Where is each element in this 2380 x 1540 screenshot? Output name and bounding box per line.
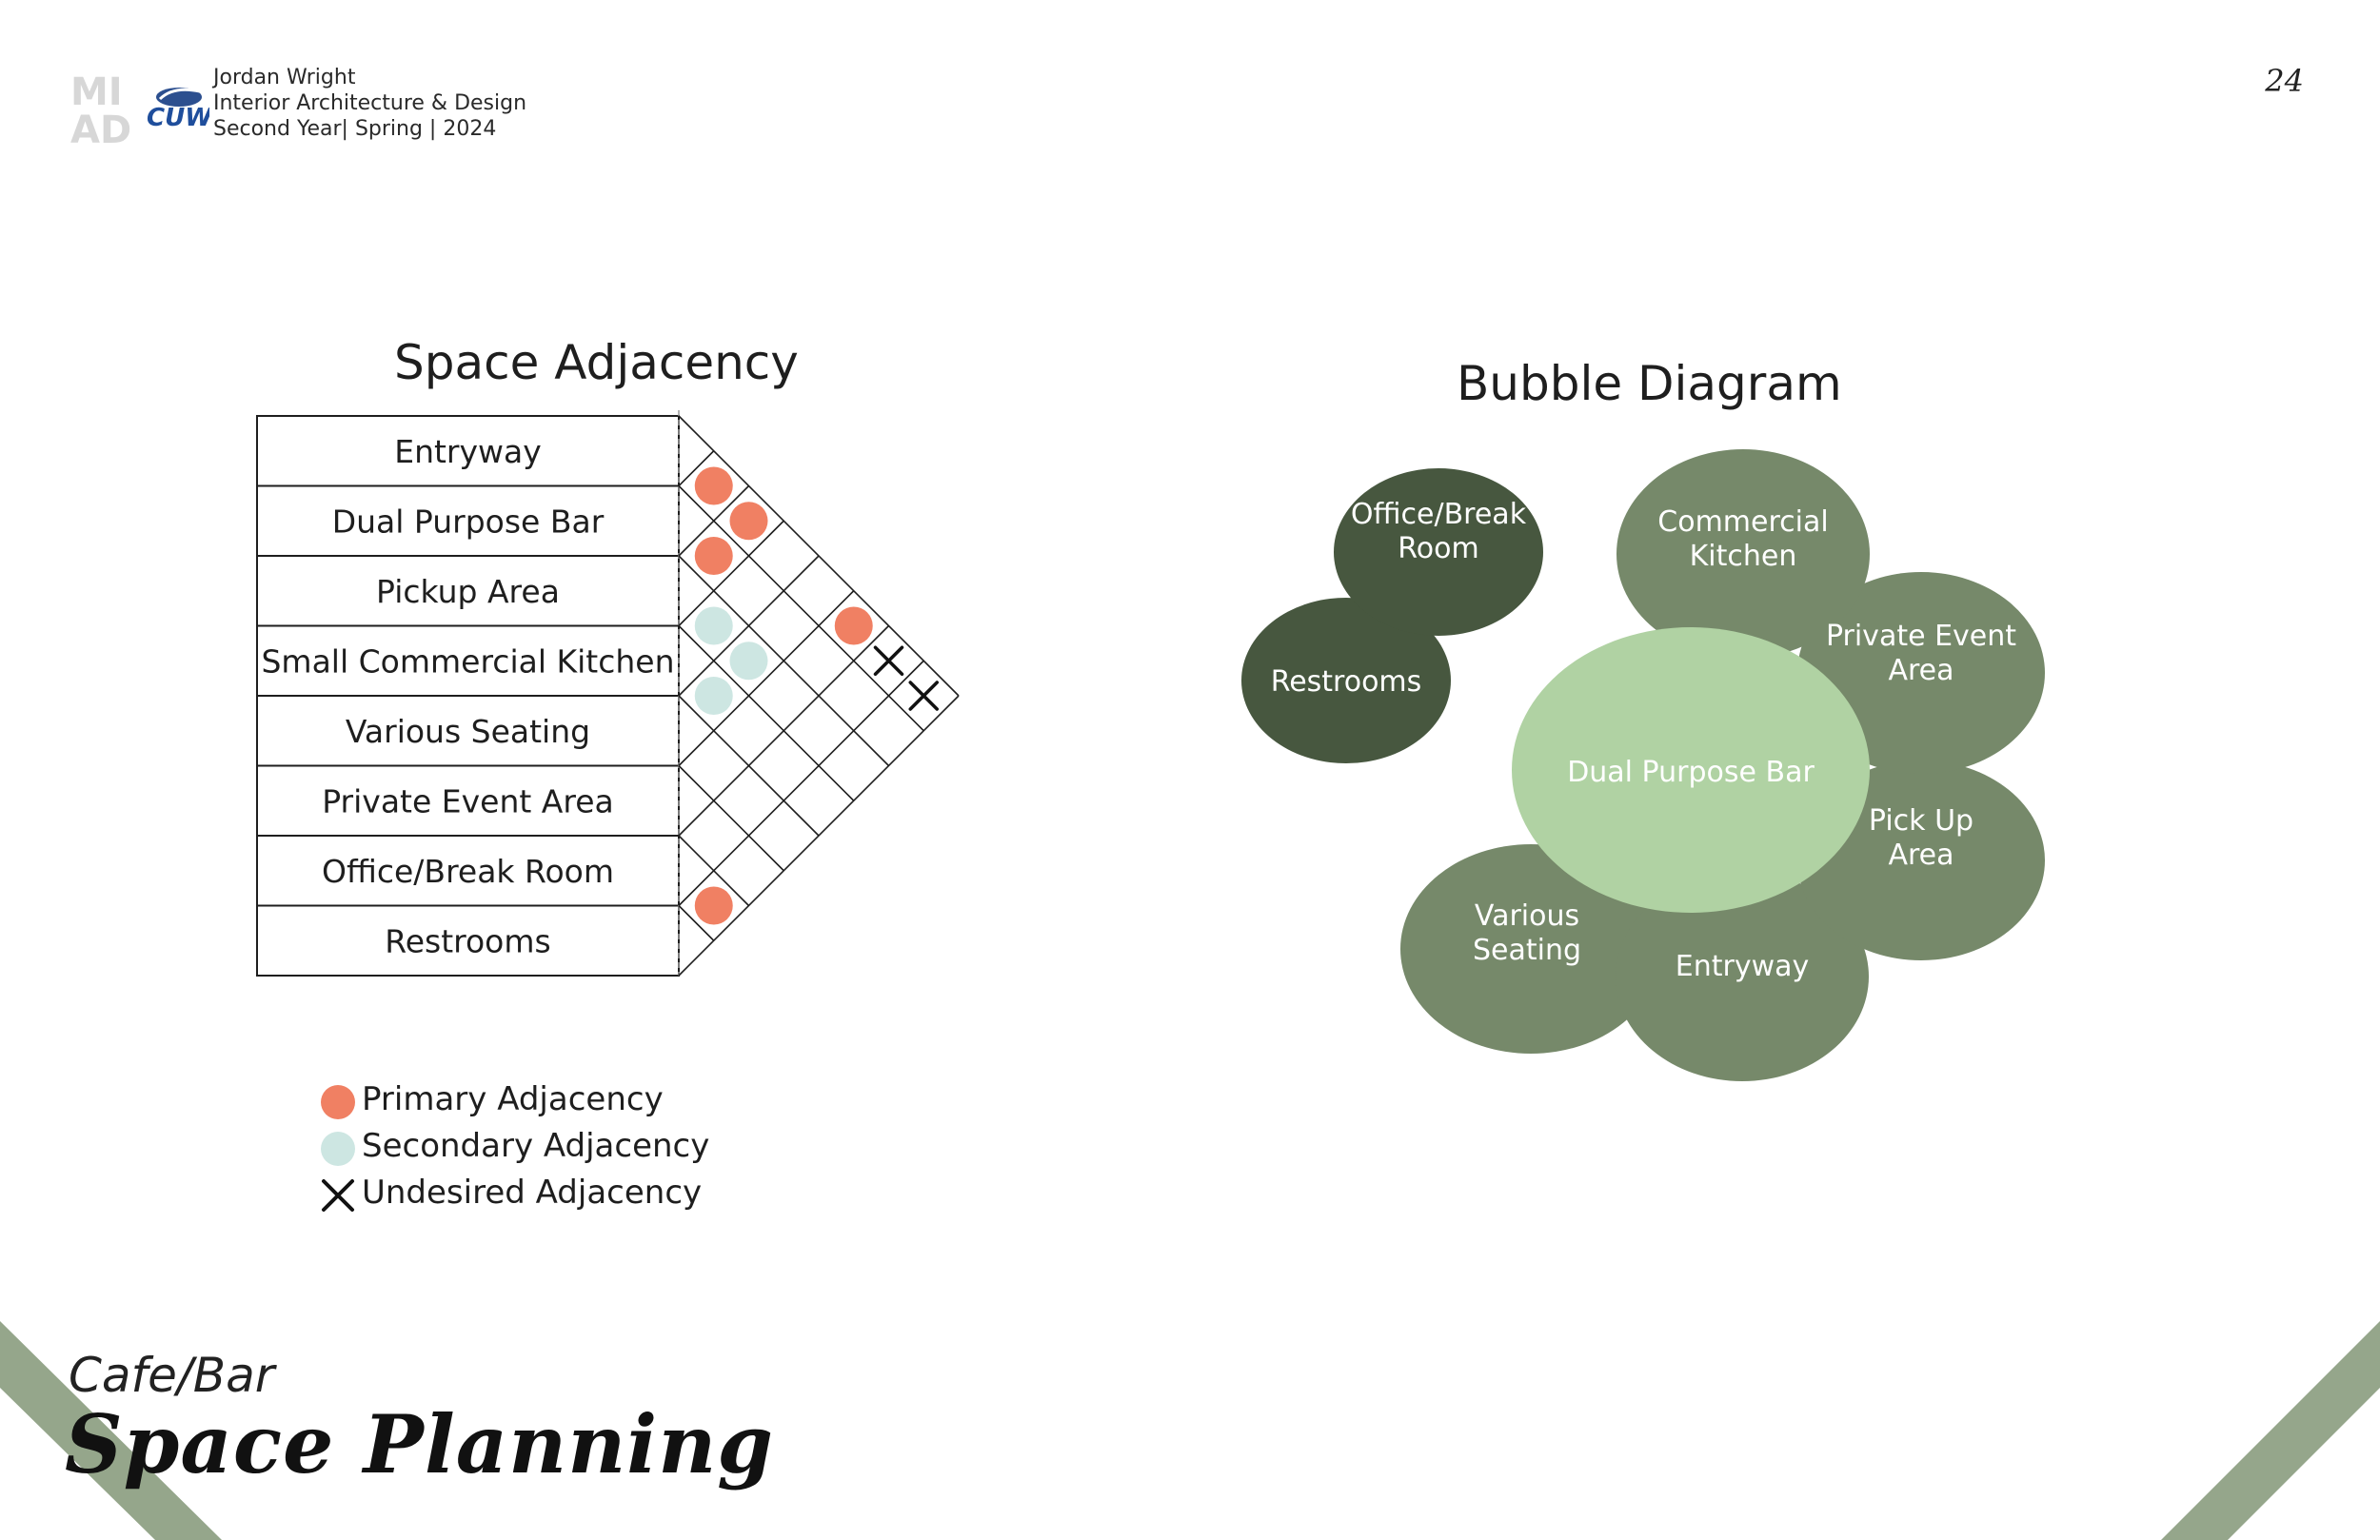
legend-label-undesired: Undesired Adjacency [362, 1174, 703, 1212]
x-mark-icon [322, 1179, 354, 1212]
secondary-adjacency-dot [694, 606, 733, 645]
page-number: 24 [2265, 63, 2304, 99]
bubble-label-entryway: Entryway [1676, 950, 1810, 983]
bubble-label-office-break: Office/Break [1351, 498, 1527, 531]
term-info: Second Year| Spring | 2024 [213, 117, 497, 141]
matrix-grid-line [678, 450, 715, 487]
adjacency-title: Space Adjacency [394, 335, 799, 390]
matrix-grid-line [678, 484, 750, 557]
author-name: Jordan Wright [213, 66, 356, 89]
bubble-label-commercial-kitchen: Kitchen [1690, 540, 1797, 573]
primary-adjacency-dot [694, 886, 733, 925]
bubble-commercial-kitchen [1616, 449, 1870, 659]
matrix-row-label: Small Commercial Kitchen [261, 642, 674, 680]
school-logo: MI AD CUW [70, 70, 209, 147]
legend-item-undesired: Undesired Adjacency [320, 1172, 815, 1218]
matrix-grid-line [678, 764, 784, 872]
legend-label-primary: Primary Adjacency [362, 1080, 664, 1118]
program-name: Interior Architecture & Design [213, 91, 527, 115]
matrix-grid-line [678, 624, 855, 801]
footer-subtitle: Cafe/Bar [69, 1348, 275, 1403]
bubble-label-office-break: Room [1398, 532, 1478, 565]
bubble-entryway [1616, 872, 1869, 1081]
legend-item-primary: Primary Adjacency [320, 1078, 815, 1125]
matrix-row-label: Restrooms [385, 922, 550, 959]
bubble-label-private-event: Private Event [1826, 620, 2016, 653]
matrix-grid-line [678, 904, 715, 941]
bubble-label-commercial-kitchen: Commercial [1657, 505, 1828, 539]
bubble-label-dual-purpose-bar: Dual Purpose Bar [1567, 756, 1815, 789]
svg-text:MI: MI [70, 70, 123, 114]
primary-adjacency-dot [729, 502, 768, 541]
bubble-restrooms [1241, 598, 1451, 763]
bubble-label-pick-up: Area [1888, 839, 1954, 872]
primary-adjacency-dot [694, 537, 733, 575]
undesired-mark [873, 645, 904, 676]
primary-adjacency-dot [694, 466, 733, 505]
legend: Primary Adjacency Secondary Adjacency Un… [320, 1078, 815, 1218]
legend-label-secondary: Secondary Adjacency [362, 1127, 710, 1165]
primary-adjacency-dot [834, 606, 873, 645]
matrix-grid-line [678, 695, 960, 977]
bubble-office-break [1334, 468, 1543, 636]
matrix-grid-line [678, 484, 924, 732]
primary-dot-icon [321, 1085, 355, 1119]
author-info: Jordan Wright Interior Architecture & De… [213, 65, 526, 142]
bubble-label-restrooms: Restrooms [1271, 665, 1422, 699]
bubble-dual-purpose-bar [1512, 627, 1870, 913]
matrix-row-label: Dual Purpose Bar [332, 503, 605, 540]
header: MI AD CUW Jordan Wright Interior Archite… [69, 65, 602, 150]
matrix-grid-line [678, 555, 820, 697]
matrix-grid-line [678, 624, 890, 837]
right-accent-stripe [2161, 1321, 2380, 1540]
footer-title: Space Planning [65, 1397, 775, 1491]
matrix-row-label: Office/Break Room [322, 853, 614, 890]
bubble-label-private-event: Area [1888, 654, 1954, 687]
bubble-label-pick-up: Pick Up [1869, 804, 1973, 838]
bubble-diagram-title: Bubble Diagram [1457, 356, 1842, 411]
secondary-adjacency-dot [729, 642, 768, 681]
svg-text:CUW: CUW [147, 104, 209, 132]
bubble-label-various-seating: Various [1475, 899, 1579, 933]
matrix-row-label: Private Event Area [322, 782, 614, 819]
secondary-dot-icon [321, 1132, 355, 1166]
matrix-row-box [256, 904, 680, 977]
matrix-grid-line [678, 520, 784, 627]
secondary-adjacency-dot [694, 677, 733, 715]
matrix-row-label: Pickup Area [376, 573, 560, 610]
matrix-row-label: Entryway [394, 433, 542, 470]
matrix-row-label: Various Seating [346, 713, 590, 750]
matrix-grid-line [678, 660, 924, 907]
undesired-mark [908, 681, 939, 711]
matrix-grid-line [678, 590, 855, 767]
bubble-label-various-seating: Seating [1473, 934, 1581, 967]
svg-text:AD: AD [70, 109, 131, 147]
legend-item-secondary: Secondary Adjacency [320, 1125, 815, 1172]
bubble-various-seating [1400, 844, 1661, 1054]
